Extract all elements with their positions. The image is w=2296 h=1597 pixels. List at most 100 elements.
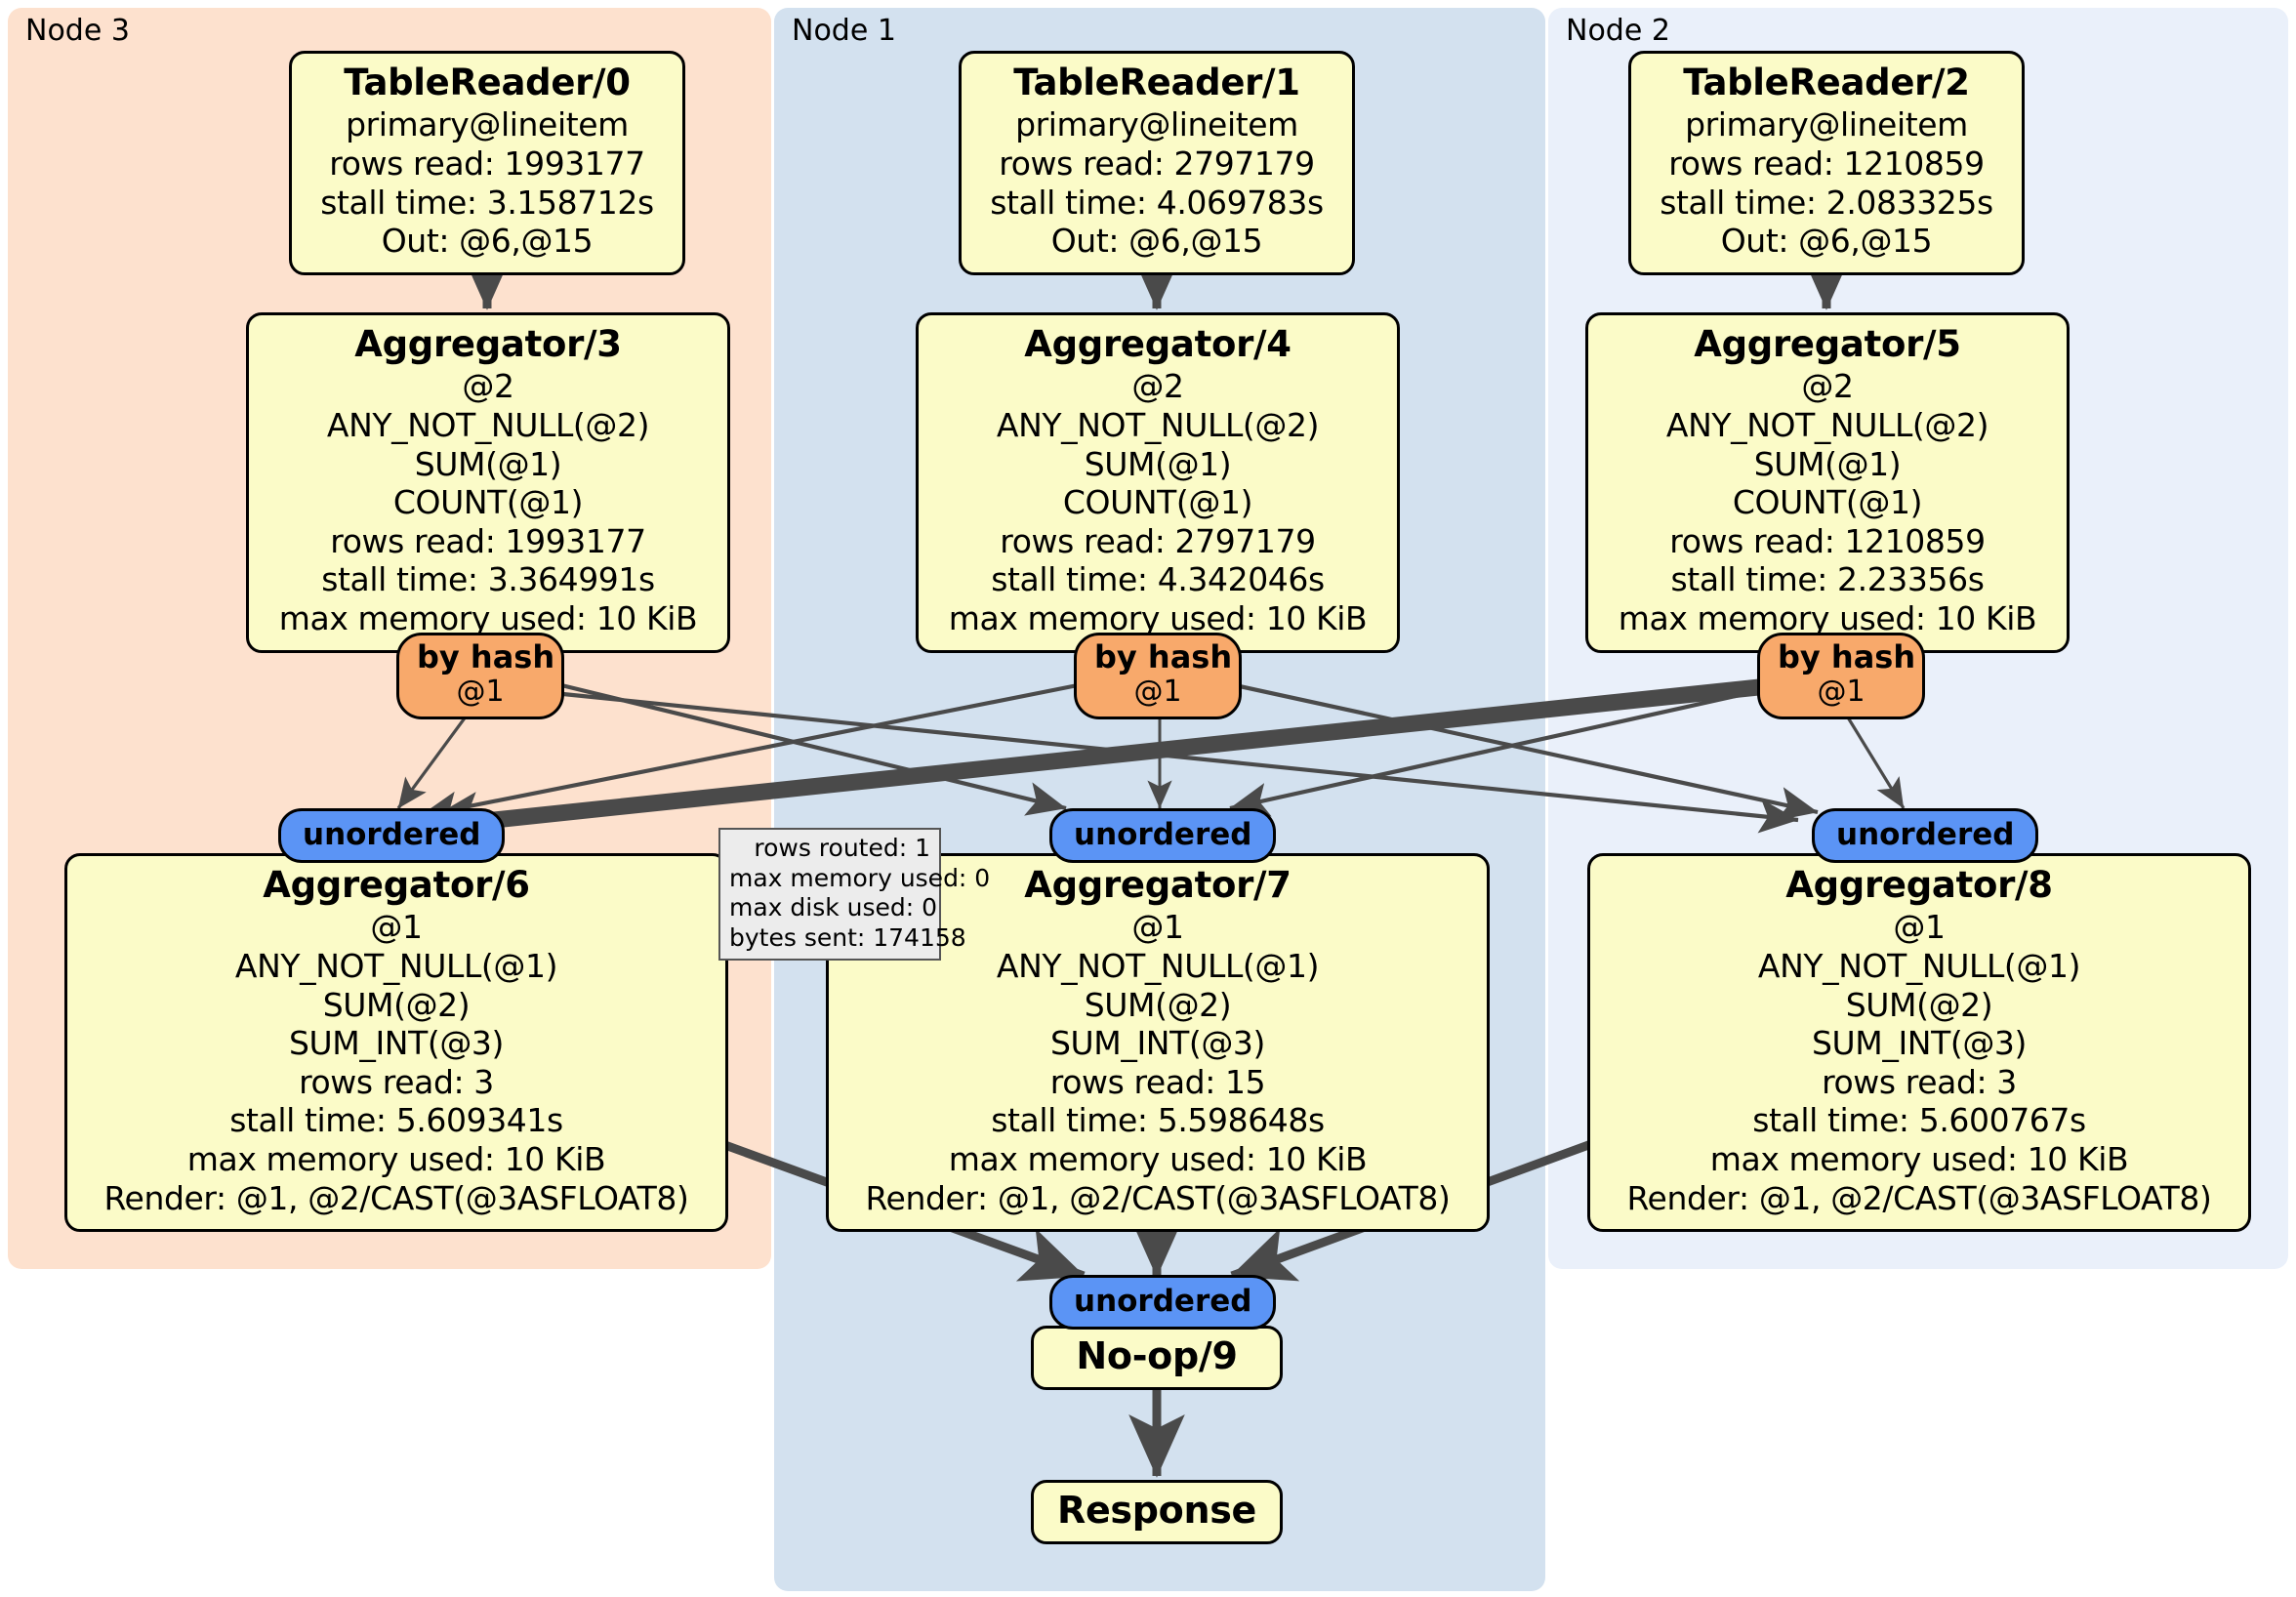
node-detail: ANY_NOT_NULL(@1)	[996, 946, 1320, 985]
node-detail: max memory used: 10 KiB	[948, 598, 1368, 637]
node-detail: SUM(@1)	[1753, 444, 1902, 483]
node-detail: stall time: 5.600767s	[1752, 1101, 2086, 1140]
node-detail: Out: @6,@15	[381, 222, 594, 261]
node-detail: primary@lineitem	[1685, 105, 1968, 144]
router-stats-tooltip: rows routed: 1 max memory used: 0 max di…	[718, 828, 991, 961]
node-aggregator-7[interactable]: Aggregator/7 @1 ANY_NOT_NULL(@1) SUM(@2)…	[826, 853, 1490, 1233]
node-detail: @1	[1893, 908, 1946, 947]
node-aggregator-8[interactable]: Aggregator/8 @1 ANY_NOT_NULL(@1) SUM(@2)…	[1587, 853, 2251, 1233]
router-title: by hash	[1094, 638, 1233, 676]
stream-unordered-final[interactable]: unordered	[1049, 1275, 1277, 1330]
stats-line: max memory used: 0	[729, 863, 991, 892]
node-detail: @1	[1131, 908, 1184, 947]
node-title: Response	[1057, 1489, 1257, 1532]
node-detail: stall time: 5.609341s	[229, 1101, 563, 1140]
node-title: Aggregator/3	[354, 323, 622, 365]
node-aggregator-4[interactable]: Aggregator/4 @2 ANY_NOT_NULL(@2) SUM(@1)…	[916, 312, 1400, 653]
router-by-hash-node-2[interactable]: by hash @1	[1757, 633, 1925, 719]
stats-line: rows routed: 1	[754, 834, 930, 862]
node-detail: @2	[1801, 367, 1854, 406]
stream-unordered-node-3[interactable]: unordered	[278, 808, 506, 863]
node-title: TableReader/1	[1013, 61, 1300, 103]
node-title: Aggregator/4	[1024, 323, 1292, 365]
node-detail: Render: @1, @2/CAST(@3ASFLOAT8)	[865, 1178, 1451, 1217]
stats-line: bytes sent: 174158	[729, 922, 966, 952]
node-tablereader-0[interactable]: TableReader/0 primary@lineitem rows read…	[289, 51, 685, 275]
node-detail: Render: @1, @2/CAST(@3ASFLOAT8)	[1626, 1178, 2212, 1217]
node-detail: @2	[462, 367, 514, 406]
router-title: by hash	[417, 638, 555, 676]
node-aggregator-6[interactable]: Aggregator/6 @1 ANY_NOT_NULL(@1) SUM(@2)…	[64, 853, 728, 1233]
node-title: No-op/9	[1076, 1334, 1238, 1377]
node-detail: ANY_NOT_NULL(@1)	[234, 946, 558, 985]
cluster-label-node-3: Node 3	[25, 14, 130, 48]
node-detail: COUNT(@1)	[1062, 483, 1253, 522]
node-detail: SUM(@2)	[1845, 985, 1993, 1024]
node-title: TableReader/0	[344, 61, 631, 103]
node-tablereader-2[interactable]: TableReader/2 primary@lineitem rows read…	[1628, 51, 2025, 275]
stream-unordered-node-1[interactable]: unordered	[1049, 808, 1277, 863]
router-by-hash-node-1[interactable]: by hash @1	[1074, 633, 1242, 719]
node-detail: COUNT(@1)	[392, 483, 584, 522]
node-detail: primary@lineitem	[1015, 105, 1298, 144]
node-title: Aggregator/5	[1694, 323, 1961, 365]
node-detail: Render: @1, @2/CAST(@3ASFLOAT8)	[103, 1178, 689, 1217]
router-column: @1	[456, 675, 505, 710]
router-title: by hash	[1778, 638, 1916, 676]
node-detail: @2	[1131, 367, 1184, 406]
node-aggregator-5[interactable]: Aggregator/5 @2 ANY_NOT_NULL(@2) SUM(@1)…	[1585, 312, 2070, 653]
node-detail: COUNT(@1)	[1732, 483, 1923, 522]
node-response[interactable]: Response	[1031, 1480, 1283, 1544]
node-detail: SUM(@2)	[1084, 985, 1232, 1024]
node-detail: rows read: 3	[299, 1062, 494, 1101]
node-detail: stall time: 3.158712s	[320, 183, 654, 222]
node-detail: max memory used: 10 KiB	[1618, 598, 2037, 637]
router-column: @1	[1133, 675, 1182, 710]
node-detail: @1	[370, 908, 423, 947]
node-detail: stall time: 2.23356s	[1670, 560, 1985, 599]
node-detail: max memory used: 10 KiB	[948, 1139, 1368, 1178]
node-detail: SUM_INT(@3)	[1050, 1024, 1265, 1063]
node-detail: stall time: 2.083325s	[1660, 183, 1993, 222]
node-aggregator-3[interactable]: Aggregator/3 @2 ANY_NOT_NULL(@2) SUM(@1)…	[246, 312, 730, 653]
stream-unordered-node-2[interactable]: unordered	[1812, 808, 2039, 863]
node-detail: SUM_INT(@3)	[1812, 1024, 2027, 1063]
node-title: Aggregator/8	[1785, 864, 2053, 906]
node-detail: max memory used: 10 KiB	[278, 598, 698, 637]
node-detail: ANY_NOT_NULL(@2)	[326, 405, 650, 444]
node-detail: rows read: 15	[1049, 1062, 1266, 1101]
cluster-label-node-1: Node 1	[792, 14, 896, 48]
node-tablereader-1[interactable]: TableReader/1 primary@lineitem rows read…	[959, 51, 1355, 275]
node-detail: ANY_NOT_NULL(@2)	[996, 405, 1320, 444]
node-detail: stall time: 4.342046s	[991, 560, 1325, 599]
node-detail: Out: @6,@15	[1720, 222, 1933, 261]
node-detail: rows read: 2797179	[999, 143, 1315, 183]
router-by-hash-node-3[interactable]: by hash @1	[396, 633, 564, 719]
node-detail: stall time: 4.069783s	[990, 183, 1324, 222]
node-detail: SUM(@1)	[414, 444, 562, 483]
node-detail: SUM(@2)	[322, 985, 471, 1024]
node-detail: SUM(@1)	[1084, 444, 1232, 483]
node-detail: Out: @6,@15	[1050, 222, 1263, 261]
cluster-label-node-2: Node 2	[1566, 14, 1670, 48]
node-noop-9[interactable]: No-op/9	[1031, 1326, 1283, 1390]
node-detail: max memory used: 10 KiB	[1709, 1139, 2129, 1178]
node-title: Aggregator/7	[1024, 864, 1292, 906]
node-detail: rows read: 1993177	[329, 143, 645, 183]
node-detail: stall time: 5.598648s	[991, 1101, 1325, 1140]
node-detail: ANY_NOT_NULL(@1)	[1757, 946, 2081, 985]
node-detail: primary@lineitem	[346, 105, 629, 144]
node-detail: rows read: 3	[1822, 1062, 2017, 1101]
node-detail: SUM_INT(@3)	[289, 1024, 504, 1063]
node-detail: rows read: 1993177	[330, 521, 646, 560]
node-detail: rows read: 1210859	[1669, 521, 1986, 560]
node-title: Aggregator/6	[263, 864, 530, 906]
node-detail: ANY_NOT_NULL(@2)	[1665, 405, 1989, 444]
node-detail: stall time: 3.364991s	[321, 560, 655, 599]
node-detail: max memory used: 10 KiB	[186, 1139, 606, 1178]
stats-line: max disk used: 0	[729, 893, 938, 921]
router-column: @1	[1817, 675, 1866, 710]
node-title: TableReader/2	[1683, 61, 1970, 103]
node-detail: rows read: 1210859	[1668, 143, 1985, 183]
